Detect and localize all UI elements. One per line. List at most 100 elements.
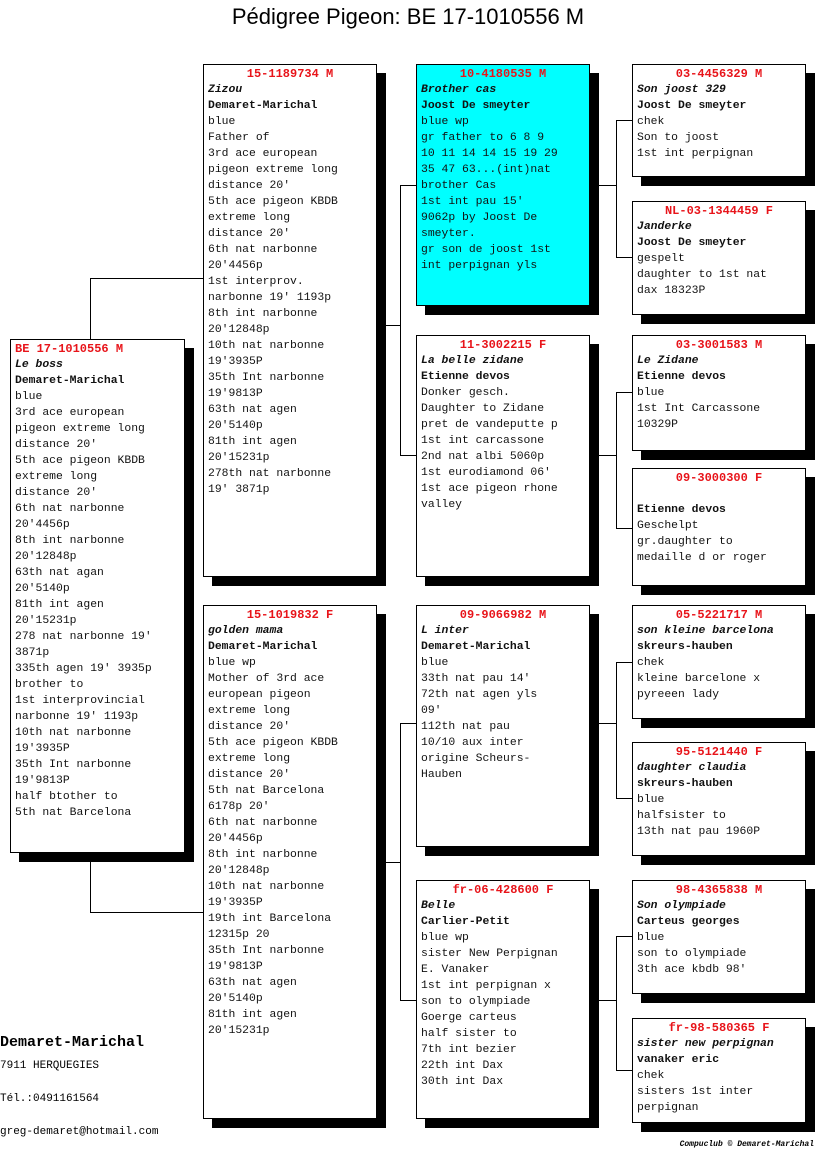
owner-name: Carlier-Petit: [421, 916, 510, 928]
info-line: 35 47 63...(int)nat: [421, 164, 551, 176]
pigeon-name: daughter claudia: [637, 762, 747, 774]
info-line: 19'3935P: [15, 743, 70, 755]
pigeon-name: Zizou: [208, 84, 243, 96]
info-line: 33th nat pau 14': [421, 673, 531, 685]
ring-number: 09-3000300 F: [675, 471, 763, 485]
info-line: 1st int perpignan: [637, 148, 754, 160]
info-line: 35th Int narbonne: [208, 372, 325, 384]
connector-line: [400, 185, 401, 456]
info-line: 19'9813P: [208, 388, 263, 400]
owner-name: Etienne devos: [637, 371, 726, 383]
info-line: half sister to: [421, 1028, 517, 1040]
owner-name: skreurs-hauben: [637, 778, 733, 790]
info-line: 20'5140p: [208, 993, 263, 1005]
info-line: half btother to: [15, 791, 118, 803]
info-line: sisters 1st inter: [637, 1086, 754, 1098]
info-line: 12315p 20: [208, 929, 270, 941]
info-line: 5th nat Barcelona: [208, 785, 325, 797]
connector-line: [377, 325, 400, 326]
info-line: 20'15231p: [208, 452, 270, 464]
owner-name: Etienne devos: [637, 504, 726, 516]
info-line: 5th ace pigeon KBDB: [208, 737, 338, 749]
pigeon-name: Le boss: [15, 359, 63, 371]
info-line: 3rd ace european: [15, 407, 125, 419]
info-line: extreme long: [208, 705, 291, 717]
info-line: int perpignan yls: [421, 260, 538, 272]
ring-number: 10-4180535 M: [459, 67, 547, 81]
breeder-email[interactable]: greg-demaret@hotmail.com: [0, 1126, 159, 1138]
connector-line: [590, 723, 616, 724]
info-line: 10th nat narbonne: [15, 727, 132, 739]
connector-line: [616, 528, 632, 529]
info-line: 19th int Barcelona: [208, 913, 332, 925]
info-line: brother Cas: [421, 180, 497, 192]
info-line: 3th ace kbdb 98': [637, 964, 747, 976]
info-line: chek: [637, 1070, 665, 1082]
breeder-name: Demaret-Marichal: [0, 1034, 145, 1051]
ring-number: 03-4456329 M: [675, 67, 763, 81]
info-line: chek: [637, 116, 665, 128]
info-line: 22th int Dax: [421, 1060, 504, 1072]
info-line: 112th nat pau: [421, 721, 510, 733]
info-line: daughter to 1st nat: [637, 269, 767, 281]
info-line: smeyter.: [421, 228, 476, 240]
info-line: 20'12848p: [208, 865, 270, 877]
info-line: Father of: [208, 132, 270, 144]
info-line: 6th nat narbonne: [208, 817, 318, 829]
owner-name: Etienne devos: [421, 371, 510, 383]
connector-line: [616, 798, 632, 799]
info-line: origine Scheurs-: [421, 753, 531, 765]
info-line: 30th int Dax: [421, 1076, 504, 1088]
ring-number: 11-3002215 F: [459, 338, 547, 352]
info-line: blue wp: [421, 932, 469, 944]
info-line: 10th nat narbonne: [208, 881, 325, 893]
info-line: 1st ace pigeon rhone: [421, 483, 558, 495]
owner-name: Carteus georges: [637, 916, 740, 928]
info-line: distance 20': [15, 487, 98, 499]
info-line: 19'3935P: [208, 897, 263, 909]
pigeon-name: golden mama: [208, 625, 284, 637]
info-line: 19'9813P: [15, 775, 70, 787]
connector-line: [616, 1070, 632, 1071]
info-line: distance 20': [208, 228, 291, 240]
info-line: E. Vanaker: [421, 964, 490, 976]
info-line: 81th int agen: [208, 1009, 297, 1021]
info-line: 19'3935P: [208, 356, 263, 368]
connector-line: [90, 278, 203, 279]
owner-name: vanaker eric: [637, 1054, 720, 1066]
connector-line: [616, 662, 632, 663]
ring-number: 05-5221717 M: [675, 608, 763, 622]
info-line: Goerge carteus: [421, 1012, 517, 1024]
info-line: 19' 3871p: [208, 484, 270, 496]
info-line: 20'12848p: [15, 551, 77, 563]
info-line: 72th nat agen yls: [421, 689, 538, 701]
ring-number: 15-1189734 M: [246, 67, 334, 81]
info-line: 63th nat agen: [208, 404, 297, 416]
pigeon-name: Brother cas: [421, 84, 497, 96]
info-line: 3871p: [15, 647, 50, 659]
connector-line: [616, 120, 632, 121]
info-line: 6178p 20': [208, 801, 270, 813]
ring-number: fr-06-428600 F: [452, 883, 554, 897]
owner-name: Demaret-Marichal: [208, 100, 318, 112]
info-line: dax 18323P: [637, 285, 706, 297]
connector-line: [590, 185, 616, 186]
info-line: extreme long: [208, 212, 291, 224]
info-line: Son to joost: [637, 132, 720, 144]
info-line: 10 11 14 14 15 19 29: [421, 148, 558, 160]
